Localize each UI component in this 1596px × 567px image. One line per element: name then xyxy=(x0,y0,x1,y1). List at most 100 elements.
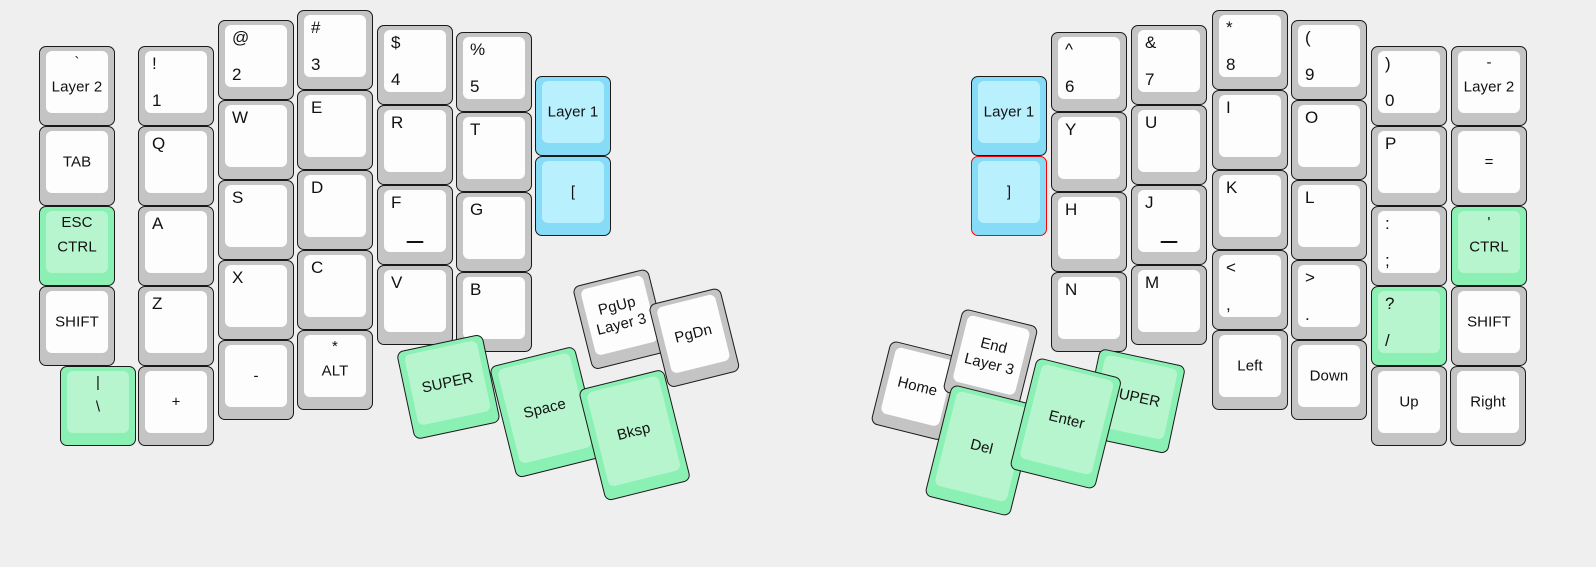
key-k[interactable]: K xyxy=(1212,170,1288,250)
key-p[interactable]: P xyxy=(1371,126,1447,206)
key-f[interactable]: F xyxy=(377,185,453,265)
key-legend-top: L xyxy=(1305,188,1315,207)
key-h[interactable]: H xyxy=(1051,192,1127,272)
key-1[interactable]: !1 xyxy=(138,46,214,126)
key-ctrl-right[interactable]: 'CTRL xyxy=(1451,206,1527,286)
key-slash[interactable]: ?/ xyxy=(1371,286,1447,366)
key-r[interactable]: R xyxy=(377,105,453,185)
key-a[interactable]: A xyxy=(138,206,214,286)
key-q[interactable]: Q xyxy=(138,126,214,206)
keycap-surface: Left xyxy=(1219,335,1281,397)
key-semicolon[interactable]: :; xyxy=(1371,206,1447,286)
key-c[interactable]: C xyxy=(297,250,373,330)
key-legend-main: = xyxy=(1484,153,1494,171)
key-legend-main: CTRL xyxy=(57,238,97,256)
key-legend-top: ) xyxy=(1385,54,1391,73)
key-bksp[interactable]: Bksp xyxy=(578,368,692,502)
key-l[interactable]: L xyxy=(1291,180,1367,260)
keycap-surface: K xyxy=(1219,175,1281,237)
key-comma[interactable]: <, xyxy=(1212,250,1288,330)
key-plus[interactable]: + xyxy=(138,366,214,446)
key-layer2-right[interactable]: -Layer 2 xyxy=(1451,46,1527,126)
key-legend-top: N xyxy=(1065,280,1078,299)
key-y[interactable]: Y xyxy=(1051,112,1127,192)
key-shift-left[interactable]: SHIFT xyxy=(39,286,115,366)
key-period[interactable]: >. xyxy=(1291,260,1367,340)
key-minus[interactable]: - xyxy=(218,340,294,420)
keycap-surface: J xyxy=(1138,190,1200,252)
key-u[interactable]: U xyxy=(1131,105,1207,185)
key-s[interactable]: S xyxy=(218,180,294,260)
key-8[interactable]: *8 xyxy=(1212,10,1288,90)
key-legend-bottom: 3 xyxy=(311,54,321,74)
key-6[interactable]: ^6 xyxy=(1051,32,1127,112)
keycap-surface: PgDn xyxy=(656,293,731,375)
key-x[interactable]: X xyxy=(218,260,294,340)
key-4[interactable]: $4 xyxy=(377,25,453,105)
key-9[interactable]: (9 xyxy=(1291,20,1367,100)
keycap-surface: @2 xyxy=(225,25,287,87)
key-esc-ctrl[interactable]: ESC CTRL xyxy=(39,206,115,286)
key-legend-bottom: , xyxy=(1226,294,1231,314)
key-m[interactable]: M xyxy=(1131,265,1207,345)
key-d[interactable]: D xyxy=(297,170,373,250)
key-z[interactable]: Z xyxy=(138,286,214,366)
key-legend-top: ESC xyxy=(61,214,93,231)
key-down[interactable]: Down xyxy=(1291,340,1367,420)
key-0[interactable]: )0 xyxy=(1371,46,1447,126)
keycap-surface: PgUp Layer 3 xyxy=(580,274,659,357)
key-5[interactable]: %5 xyxy=(456,32,532,112)
key-g[interactable]: G xyxy=(456,192,532,272)
key-up[interactable]: Up xyxy=(1371,366,1447,446)
key-j[interactable]: J xyxy=(1131,185,1207,265)
keycap-surface: V xyxy=(384,270,446,332)
keycap-surface: Enter xyxy=(1019,363,1115,476)
key-legend-bottom: 6 xyxy=(1065,76,1075,96)
key-w[interactable]: W xyxy=(218,100,294,180)
keycap-surface: - xyxy=(225,345,287,407)
key-layer2-left[interactable]: `Layer 2 xyxy=(39,46,115,126)
key-equals[interactable]: = xyxy=(1451,126,1527,206)
key-v[interactable]: V xyxy=(377,265,453,345)
key-legend-main: + xyxy=(171,393,181,411)
key-pipe-backslash[interactable]: |\ xyxy=(60,366,136,446)
key-tab[interactable]: TAB xyxy=(39,126,115,206)
key-7[interactable]: &7 xyxy=(1131,25,1207,105)
key-bracket-left[interactable]: [ xyxy=(535,156,611,236)
key-legend-bottom: . xyxy=(1305,304,1310,324)
key-left[interactable]: Left xyxy=(1212,330,1288,410)
keycap-surface: Layer 1 xyxy=(542,81,604,143)
key-shift-right[interactable]: SHIFT xyxy=(1451,286,1527,366)
keycap-surface: Layer 1 xyxy=(978,81,1040,143)
key-layer1-left[interactable]: Layer 1 xyxy=(535,76,611,156)
keycap-surface: 'CTRL xyxy=(1458,211,1520,273)
key-legend-top: $ xyxy=(391,33,401,52)
key-n[interactable]: N xyxy=(1051,272,1127,352)
key-bracket-right[interactable]: ] xyxy=(971,156,1047,236)
key-legend-top: - xyxy=(1486,54,1492,71)
key-legend-top: * xyxy=(1226,18,1233,37)
keycap-surface: [ xyxy=(542,161,604,223)
keycap-surface: I xyxy=(1219,95,1281,157)
key-t[interactable]: T xyxy=(456,112,532,192)
keycap-surface: F xyxy=(384,190,446,252)
key-3[interactable]: #3 xyxy=(297,10,373,90)
key-i[interactable]: I xyxy=(1212,90,1288,170)
key-2[interactable]: @2 xyxy=(218,20,294,100)
key-legend-top: # xyxy=(311,18,321,37)
key-legend-main: - xyxy=(253,367,259,385)
key-legend-top: I xyxy=(1226,98,1231,117)
key-layer1-right[interactable]: Layer 1 xyxy=(971,76,1047,156)
key-alt[interactable]: *ALT xyxy=(297,330,373,410)
keycap-surface: D xyxy=(304,175,366,237)
homing-bar-icon xyxy=(1160,241,1178,243)
key-right[interactable]: Right xyxy=(1450,366,1526,446)
key-super-left[interactable]: SUPER xyxy=(396,333,501,441)
key-legend-top: | xyxy=(96,374,100,391)
key-legend-top: M xyxy=(1145,273,1160,292)
key-legend-main: Down xyxy=(1309,367,1349,385)
key-e[interactable]: E xyxy=(297,90,373,170)
key-legend-main: \ xyxy=(95,398,101,416)
key-o[interactable]: O xyxy=(1291,100,1367,180)
